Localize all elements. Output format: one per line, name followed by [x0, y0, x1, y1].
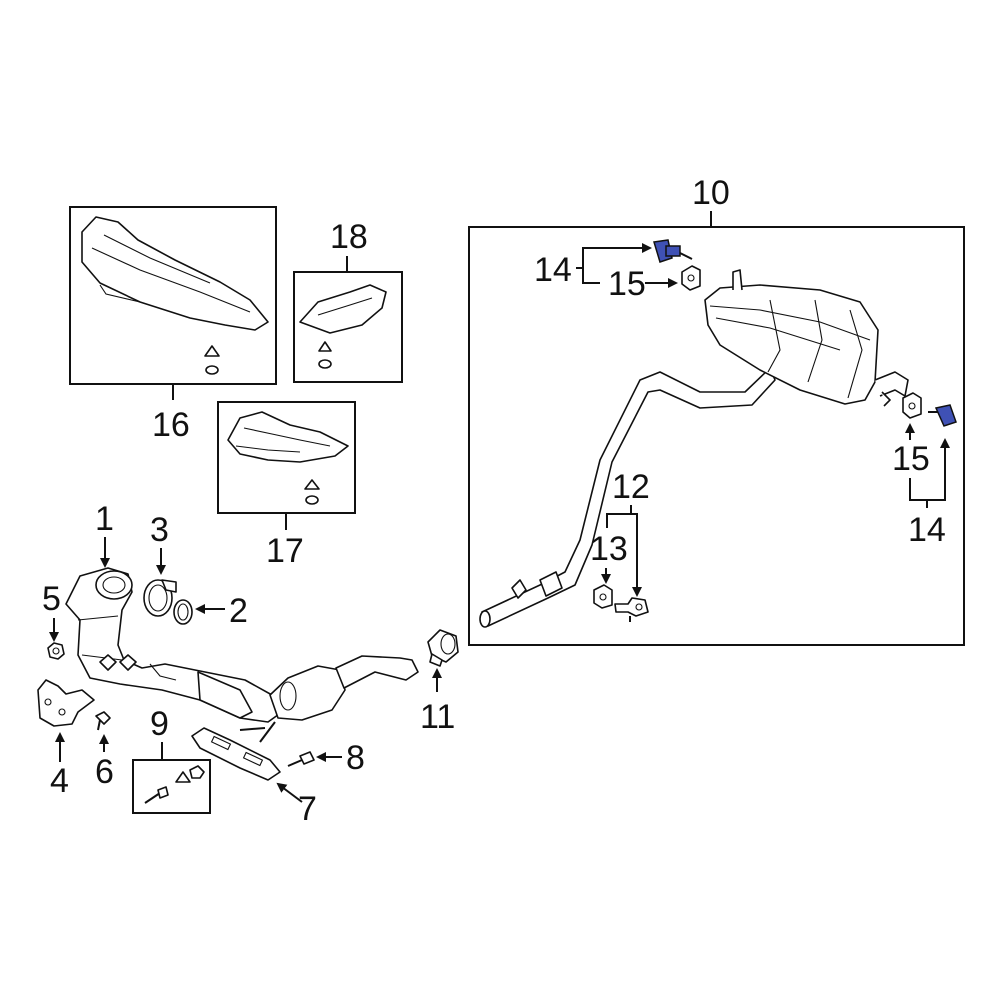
callout-14-top: 14 — [534, 251, 572, 289]
callout-16: 16 — [152, 406, 190, 444]
heat-shield-17-icon[interactable] — [227, 411, 349, 463]
hanger-right-icon[interactable] — [928, 404, 957, 427]
box-9 — [132, 759, 211, 814]
heat-shield-18-icon[interactable] — [299, 284, 387, 334]
bolt-8-icon[interactable] — [287, 751, 315, 767]
callout-1: 1 — [95, 500, 114, 538]
heat-shield-16-icon[interactable] — [81, 216, 269, 331]
box-17: 17 — [217, 401, 356, 570]
bracket-7-icon[interactable] — [191, 727, 281, 781]
box-16: 16 — [69, 206, 277, 444]
nut-5-icon[interactable] — [47, 642, 65, 660]
box-10: 10 — [468, 174, 965, 646]
callout-9: 9 — [150, 705, 169, 743]
nut-9-icon[interactable] — [175, 765, 205, 783]
callout-6: 6 — [95, 753, 114, 791]
callout-12: 12 — [612, 468, 650, 506]
front-pipe-icon[interactable] — [269, 655, 419, 721]
callout-13: 13 — [590, 530, 628, 568]
nut-icon[interactable] — [204, 345, 220, 375]
catalytic-converter-icon[interactable] — [65, 567, 283, 743]
clamp-11-icon[interactable] — [427, 629, 459, 667]
gasket-2-icon[interactable] — [173, 599, 193, 625]
callout-15-right: 15 — [892, 440, 930, 478]
exhaust-pipe-icon[interactable] — [479, 367, 776, 628]
callout-10: 10 — [692, 174, 730, 212]
callout-8: 8 — [346, 739, 365, 777]
callout-17: 17 — [266, 532, 304, 570]
insulator-right-icon[interactable] — [902, 392, 922, 419]
callout-18: 18 — [330, 218, 368, 256]
box-18: 18 — [293, 218, 403, 383]
bracket-12-icon[interactable] — [614, 597, 649, 622]
callout-3: 3 — [150, 511, 169, 549]
hanger-top-icon[interactable] — [653, 239, 693, 263]
callout-11: 11 — [420, 698, 455, 736]
callout-15-top: 15 — [608, 265, 646, 303]
callout-7: 7 — [298, 790, 317, 828]
nut-icon[interactable] — [304, 479, 320, 505]
bolt-6-icon[interactable] — [95, 711, 111, 731]
callout-4: 4 — [50, 762, 69, 800]
bracket-4-icon[interactable] — [37, 679, 95, 727]
insulator-top-icon[interactable] — [681, 265, 701, 291]
callout-14-right: 14 — [908, 511, 946, 549]
callout-5: 5 — [42, 580, 61, 618]
nut-icon[interactable] — [318, 341, 332, 369]
stud-9-icon[interactable] — [144, 786, 169, 804]
clamp-3-icon[interactable] — [143, 579, 177, 617]
callout-2: 2 — [229, 592, 248, 630]
insulator-13-icon[interactable] — [593, 584, 613, 609]
muffler-icon[interactable] — [704, 269, 909, 407]
